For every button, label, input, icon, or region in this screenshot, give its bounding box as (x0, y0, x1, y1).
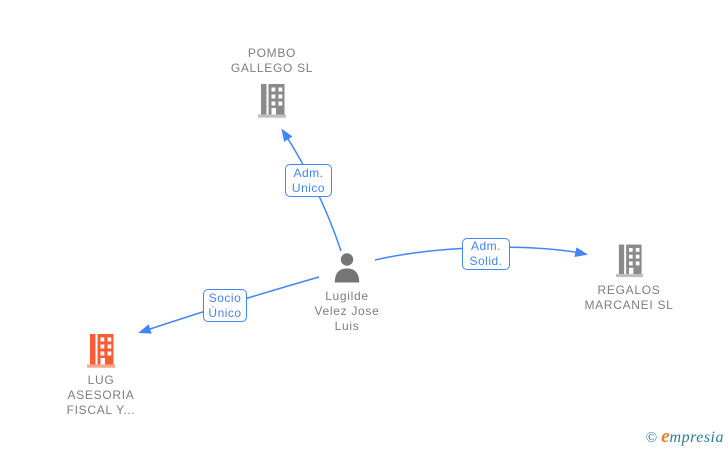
person-icon (334, 253, 360, 283)
brand-letter-e: e (661, 426, 670, 447)
brand-name: mpresia (669, 429, 724, 446)
node-lugilde-velez-jose-luis[interactable]: Lugilde Velez Jose Luis (287, 252, 407, 334)
edge-label-line: Adm. (293, 165, 324, 180)
edge-label-line: Solid. (469, 254, 503, 268)
building-icon-highlighted (87, 334, 115, 368)
copyright-icon: © (645, 430, 658, 446)
node-label: REGALOS MARCANEI SL (584, 283, 673, 313)
node-label-line: Velez Jose (314, 304, 380, 318)
node-label-line: ASESORIA (67, 388, 135, 402)
edge-label-adm-solid[interactable]: Adm. Solid. (462, 238, 510, 270)
node-label-line: Lugilde (325, 289, 369, 303)
node-label-line: Luis (334, 319, 360, 333)
node-regalos-marcanei-sl[interactable]: REGALOS MARCANEI SL (569, 244, 689, 313)
node-label: Lugilde Velez Jose Luis (314, 289, 379, 334)
empresia-logo[interactable]: © empresia (646, 426, 724, 448)
node-label-line: GALLEGO SL (230, 61, 314, 75)
node-label-line: POMBO (247, 46, 297, 60)
node-label-line: FISCAL Y... (66, 403, 136, 417)
edge-label-line: Adm. (470, 239, 501, 253)
edge-label-line: Socio (208, 290, 242, 305)
node-pombo-gallego-sl[interactable]: POMBO GALLEGO SL (210, 46, 334, 118)
building-icon (615, 244, 643, 278)
edge-label-adm-unico[interactable]: Adm. Unico (285, 164, 332, 197)
node-label: LUG ASESORIA FISCAL Y... (67, 373, 136, 418)
node-label-line: LUG (87, 373, 115, 387)
edge-label-socio-unico[interactable]: Socio Único (203, 289, 247, 322)
node-label-line: REGALOS (597, 283, 661, 297)
building-icon (258, 84, 286, 118)
node-label-line: MARCANEI SL (584, 298, 674, 312)
edge-label-line: Unico (291, 180, 326, 195)
node-label: POMBO GALLEGO SL (231, 46, 313, 76)
edge-label-line: Único (208, 305, 242, 320)
node-lug-asesoria-fiscal[interactable]: LUG ASESORIA FISCAL Y... (41, 334, 161, 418)
